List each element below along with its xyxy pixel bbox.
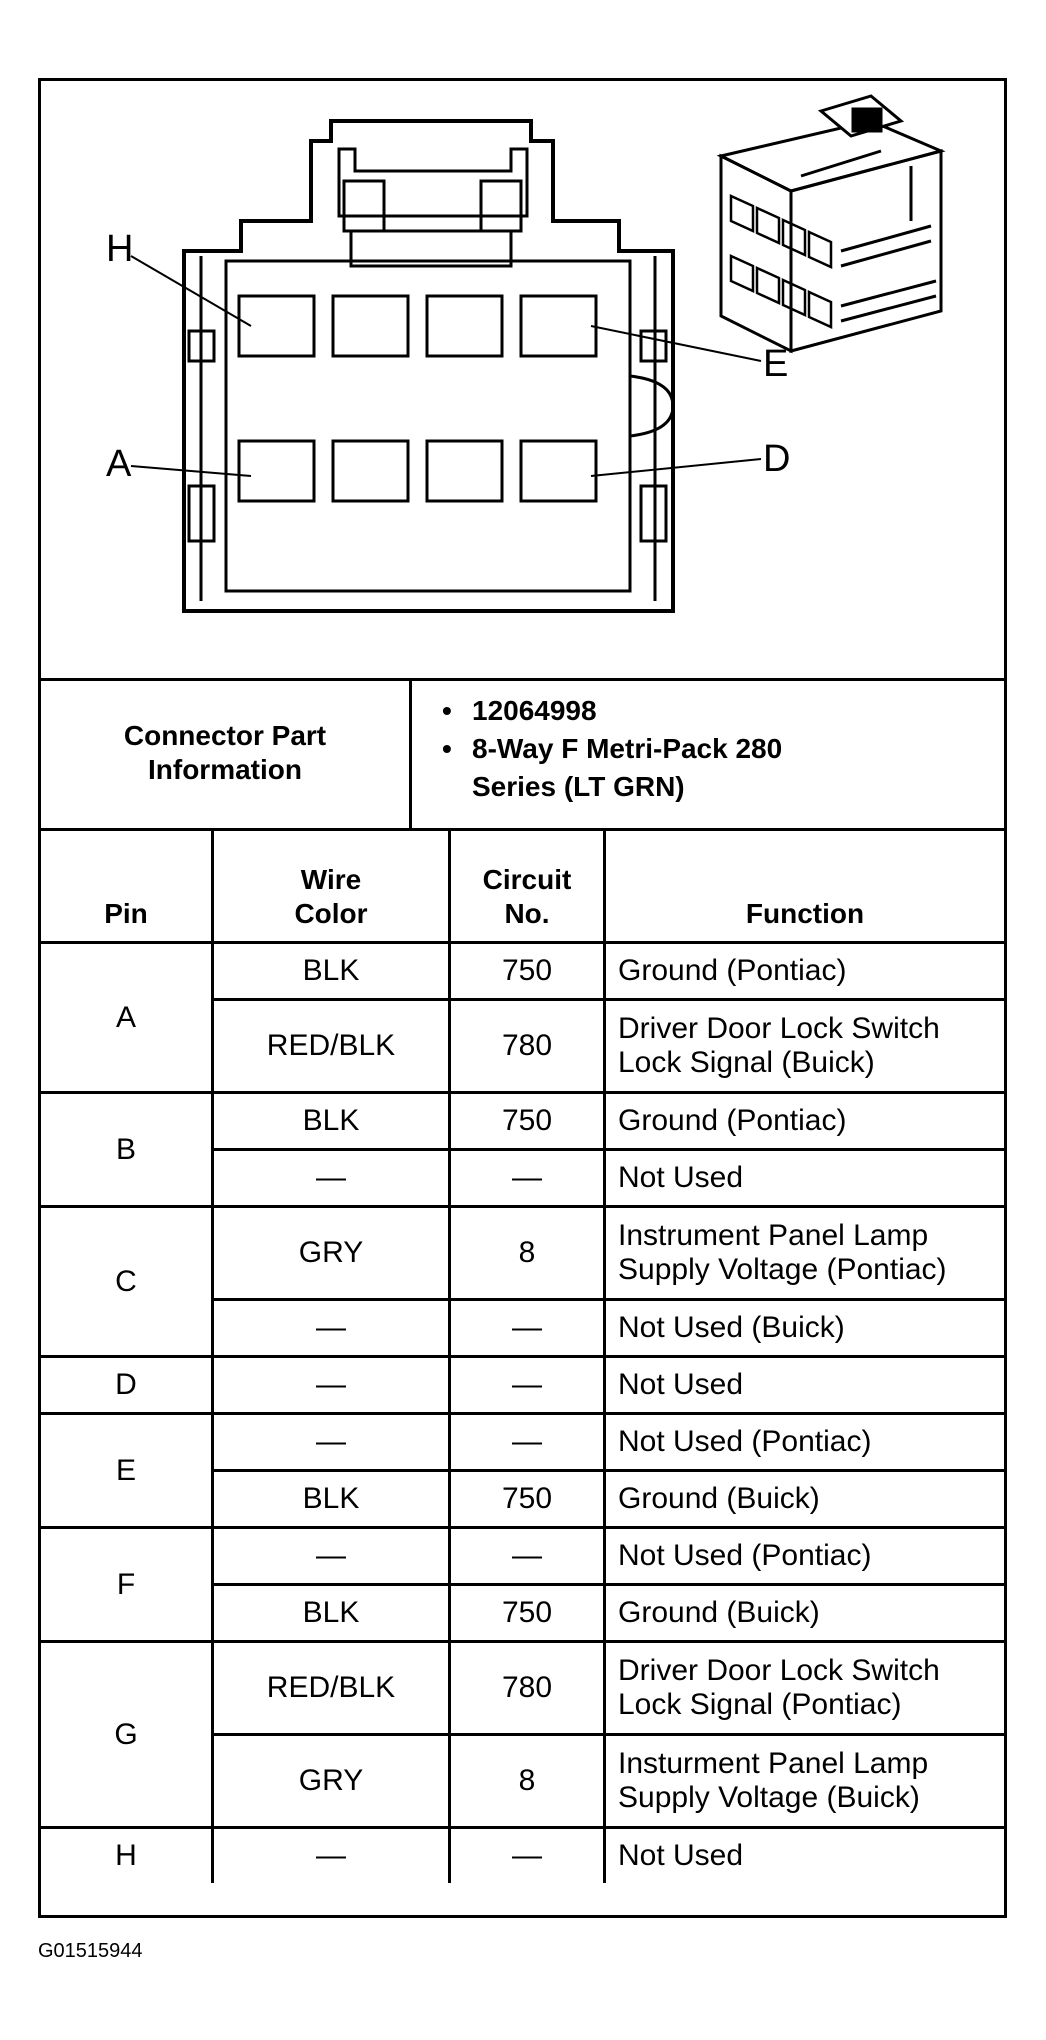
- circuit-no-cell: 8: [448, 1205, 606, 1301]
- pin-cell: F: [41, 1526, 214, 1643]
- wire-color-cell: BLK: [211, 1091, 451, 1151]
- connector-isometric-drawing: [716, 94, 946, 354]
- pin-cell: E: [41, 1412, 214, 1529]
- wire-color-cell: —: [211, 1526, 451, 1586]
- function-cell: Ground (Buick): [603, 1469, 1004, 1529]
- circuit-no-cell: —: [448, 1148, 606, 1208]
- circuit-no-cell: —: [448, 1412, 606, 1472]
- wire-color-cell: BLK: [212, 1469, 451, 1529]
- circuit-no-cell: —: [448, 1826, 606, 1883]
- pin-cell: D: [41, 1355, 214, 1415]
- circuit-no-cell: 750: [448, 1469, 606, 1529]
- connector-diagram: H E A D: [41, 81, 1004, 681]
- function-cell: Not Used: [603, 1826, 1004, 1883]
- wire-color-cell: —: [212, 1148, 451, 1208]
- pin-label-h: H: [106, 228, 133, 270]
- table-row: F——Not Used (Pontiac): [41, 1526, 1004, 1643]
- pin-label-e: E: [763, 343, 788, 385]
- pin-cell: B: [41, 1091, 214, 1208]
- header-function: Function: [603, 831, 1004, 944]
- wire-color-cell: BLK: [212, 1583, 451, 1643]
- wire-color-cell: GRY: [212, 1733, 451, 1829]
- function-cell: Ground (Pontiac): [603, 941, 1004, 1001]
- table-header-row: Pin Wire Color Circuit No. Function: [41, 831, 1004, 944]
- wire-color-cell: —: [211, 1826, 451, 1883]
- header-wire-color: Wire Color: [211, 831, 451, 944]
- function-cell: Not Used: [603, 1355, 1004, 1415]
- wire-color-cell: —: [212, 1298, 451, 1358]
- header-circuit-no: Circuit No.: [448, 831, 606, 944]
- function-cell: Driver Door Lock Switch Lock Signal (Pon…: [603, 1640, 1004, 1736]
- pin-cell: H: [41, 1826, 214, 1883]
- pin-label-d: D: [763, 438, 790, 480]
- circuit-no-cell: 750: [448, 941, 606, 1001]
- circuit-no-cell: 8: [448, 1733, 606, 1829]
- function-cell: Ground (Buick): [603, 1583, 1004, 1643]
- function-cell: Not Used (Pontiac): [603, 1526, 1004, 1586]
- connector-face-drawing: H E A D: [106, 94, 946, 613]
- circuit-no-cell: —: [448, 1355, 606, 1415]
- circuit-no-cell: 750: [448, 1091, 606, 1151]
- wire-color-cell: BLK: [211, 941, 451, 1001]
- pin-cell: G: [41, 1640, 214, 1829]
- wire-color-cell: GRY: [211, 1205, 451, 1301]
- function-cell: Not Used (Buick): [603, 1298, 1004, 1358]
- circuit-no-cell: 750: [448, 1583, 606, 1643]
- figure-code: G01515944: [38, 1940, 143, 1962]
- connector-part-info: Connector Part Information 12064998 8-Wa…: [41, 678, 1004, 831]
- function-cell: Not Used (Pontiac): [603, 1412, 1004, 1472]
- table-row: ——Not Used (Buick): [41, 1298, 1004, 1358]
- connector-part-info-title: Connector Part Information: [41, 678, 412, 828]
- table-row: ——Not Used: [41, 1148, 1004, 1208]
- wire-color-cell: —: [211, 1412, 451, 1472]
- function-cell: Instrument Panel Lamp Supply Voltage (Po…: [603, 1205, 1004, 1301]
- connector-part-number: 12064998: [442, 692, 1004, 730]
- function-cell: Ground (Pontiac): [603, 1091, 1004, 1151]
- circuit-no-cell: —: [448, 1298, 606, 1358]
- circuit-no-cell: 780: [448, 1640, 606, 1736]
- pin-label-a: A: [106, 443, 132, 485]
- pin-cell: A: [41, 941, 214, 1094]
- header-pin: Pin: [41, 831, 214, 944]
- wire-color-cell: RED/BLK: [212, 998, 451, 1094]
- table-row: E——Not Used (Pontiac): [41, 1412, 1004, 1529]
- table-row: H——Not Used: [41, 1826, 1004, 1883]
- table-row: D——Not Used: [41, 1355, 1004, 1415]
- function-cell: Driver Door Lock Switch Lock Signal (Bui…: [603, 998, 1004, 1094]
- function-cell: Not Used: [603, 1148, 1004, 1208]
- wire-color-cell: —: [211, 1355, 451, 1415]
- connector-part-description: 8-Way F Metri-Pack 280 Series (LT GRN): [442, 730, 812, 806]
- circuit-no-cell: —: [448, 1526, 606, 1586]
- function-cell: Insturment Panel Lamp Supply Voltage (Bu…: [603, 1733, 1004, 1829]
- connector-frame: H E A D: [38, 78, 1007, 1918]
- wire-color-cell: RED/BLK: [211, 1640, 451, 1736]
- circuit-no-cell: 780: [448, 998, 606, 1094]
- pin-cell: C: [41, 1205, 214, 1358]
- connector-part-info-list: 12064998 8-Way F Metri-Pack 280 Series (…: [412, 678, 1004, 828]
